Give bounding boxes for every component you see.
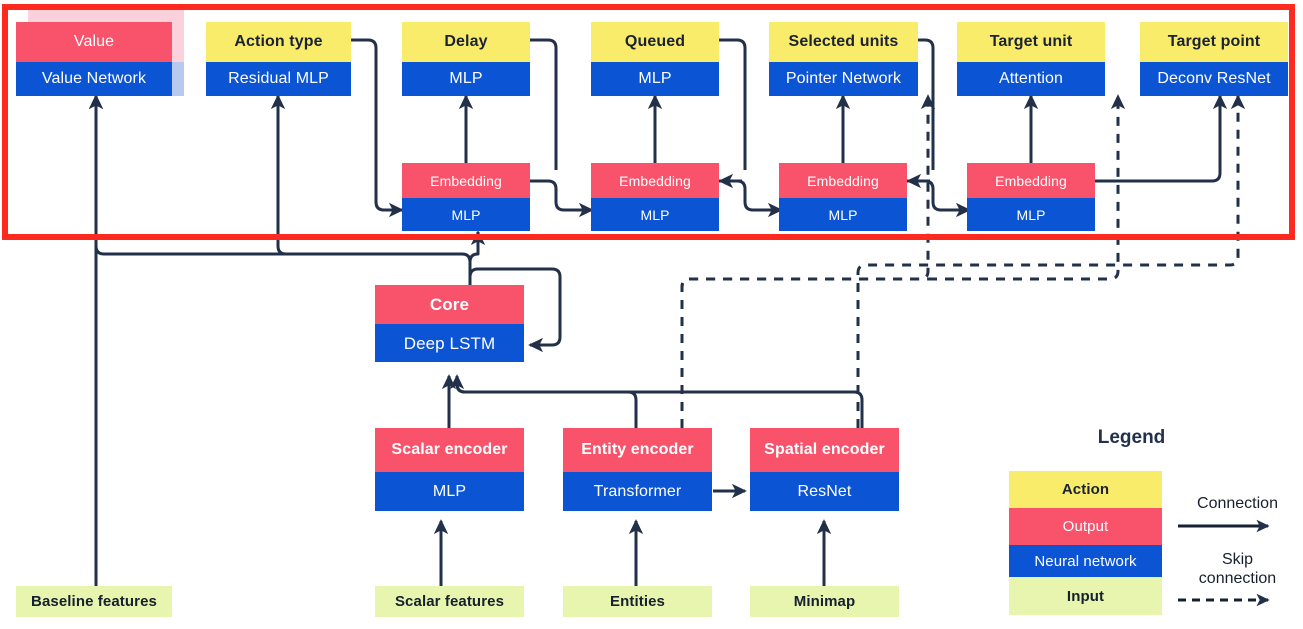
node-entity-encoder[interactable]: Entity encoder Transformer xyxy=(563,428,712,511)
node-core-output: Core xyxy=(375,285,524,324)
legend-swatch-input: Input xyxy=(1009,577,1162,615)
node-delay-action: Delay xyxy=(402,22,530,62)
node-queued[interactable]: Queued MLP xyxy=(591,22,719,96)
legend-swatch-neural-network: Neural network xyxy=(1009,545,1162,577)
node-input-scalar-features[interactable]: Scalar features xyxy=(375,586,524,617)
node-embedding-2-network: MLP xyxy=(591,198,719,231)
legend-swatch-output: Output xyxy=(1009,508,1162,545)
node-embedding-3-output: Embedding xyxy=(779,163,907,198)
node-selected-units-network: Pointer Network xyxy=(769,62,918,96)
node-embedding-2-output: Embedding xyxy=(591,163,719,198)
node-action-type-network: Residual MLP xyxy=(206,62,351,96)
node-target-point-network: Deconv ResNet xyxy=(1140,62,1288,96)
node-target-unit-action: Target unit xyxy=(957,22,1105,62)
node-embedding-3[interactable]: Embedding MLP xyxy=(779,163,907,231)
node-entity-encoder-network: Transformer xyxy=(563,472,712,511)
node-target-unit[interactable]: Target unit Attention xyxy=(957,22,1105,96)
node-embedding-1[interactable]: Embedding MLP xyxy=(402,163,530,231)
legend-skip-label-line2: connection xyxy=(1198,570,1277,587)
node-spatial-encoder-network: ResNet xyxy=(750,472,899,511)
node-queued-action: Queued xyxy=(591,22,719,62)
node-core-network: Deep LSTM xyxy=(375,324,524,362)
node-input-entities[interactable]: Entities xyxy=(563,586,712,617)
node-embedding-4-output: Embedding xyxy=(967,163,1095,198)
legend-arrow-samples xyxy=(1178,519,1270,607)
wire-entity-encoder-to-core xyxy=(449,374,638,428)
wire-core-to-bus-riser xyxy=(461,252,472,285)
legend-title: Legend xyxy=(1097,427,1166,448)
node-target-unit-network: Attention xyxy=(957,62,1105,96)
node-scalar-encoder[interactable]: Scalar encoder MLP xyxy=(375,428,524,511)
node-queued-network: MLP xyxy=(591,62,719,96)
node-target-point[interactable]: Target point Deconv ResNet xyxy=(1140,22,1288,96)
wire-skip-entity-encoder-bus xyxy=(680,277,928,428)
node-embedding-3-network: MLP xyxy=(779,198,907,231)
node-entity-encoder-output: Entity encoder xyxy=(563,428,712,472)
node-scalar-encoder-network: MLP xyxy=(375,472,524,511)
node-target-point-action: Target point xyxy=(1140,22,1288,62)
node-delay[interactable]: Delay MLP xyxy=(402,22,530,96)
node-scalar-encoder-output: Scalar encoder xyxy=(375,428,524,472)
legend-swatch-action: Action xyxy=(1009,471,1162,508)
node-embedding-4-network: MLP xyxy=(967,198,1095,231)
node-selected-units[interactable]: Selected units Pointer Network xyxy=(769,22,918,96)
wire-spatial-encoder-to-core xyxy=(455,376,864,428)
red-highlight-region xyxy=(2,4,1295,240)
node-embedding-1-network: MLP xyxy=(402,198,530,231)
node-spatial-encoder[interactable]: Spatial encoder ResNet xyxy=(750,428,899,511)
legend: Legend Action Output Neural network Inpu… xyxy=(960,415,1303,629)
node-action-type-action: Action type xyxy=(206,22,351,62)
node-spatial-encoder-output: Spatial encoder xyxy=(750,428,899,472)
legend-swatch-stack: Action Output Neural network Input xyxy=(1009,471,1162,615)
node-value-network: Value Network xyxy=(16,62,172,96)
node-core[interactable]: Core Deep LSTM xyxy=(375,285,524,362)
node-action-type[interactable]: Action type Residual MLP xyxy=(206,22,351,96)
legend-skip-label-line1: Skip xyxy=(1221,551,1254,568)
node-input-baseline-features[interactable]: Baseline features xyxy=(16,586,172,617)
legend-connection-label: Connection xyxy=(1197,495,1278,512)
node-embedding-2[interactable]: Embedding MLP xyxy=(591,163,719,231)
node-embedding-4[interactable]: Embedding MLP xyxy=(967,163,1095,231)
node-selected-units-action: Selected units xyxy=(769,22,918,62)
node-input-minimap[interactable]: Minimap xyxy=(750,586,899,617)
node-delay-network: MLP xyxy=(402,62,530,96)
node-value-action: Value xyxy=(16,22,172,62)
node-embedding-1-output: Embedding xyxy=(402,163,530,198)
node-value[interactable]: Value Value Network xyxy=(16,22,172,96)
